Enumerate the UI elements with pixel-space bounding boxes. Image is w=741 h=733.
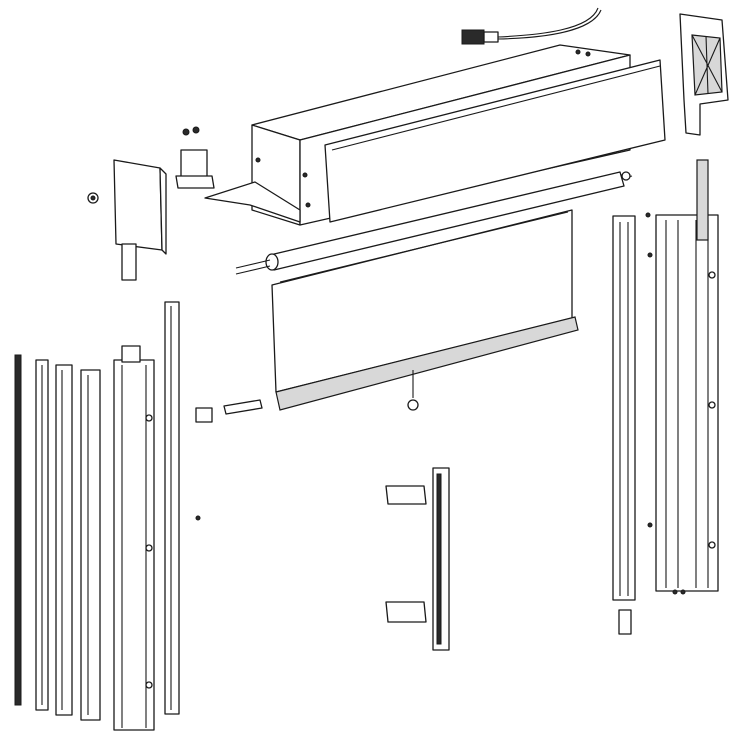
- motor-cable-connector: [461, 7, 602, 45]
- left-guide-rail-set: [14, 301, 180, 731]
- left-side-cap: [87, 159, 167, 281]
- right-guide-rail-set: [612, 159, 719, 635]
- roller-tube: [235, 171, 633, 275]
- blind-fabric: [271, 209, 579, 411]
- fabric-clip: [195, 399, 263, 521]
- mounting-bracket: [175, 126, 215, 189]
- right-end-cap: [679, 13, 729, 136]
- head-box: [204, 44, 666, 226]
- handle-bar-assembly: [385, 467, 450, 651]
